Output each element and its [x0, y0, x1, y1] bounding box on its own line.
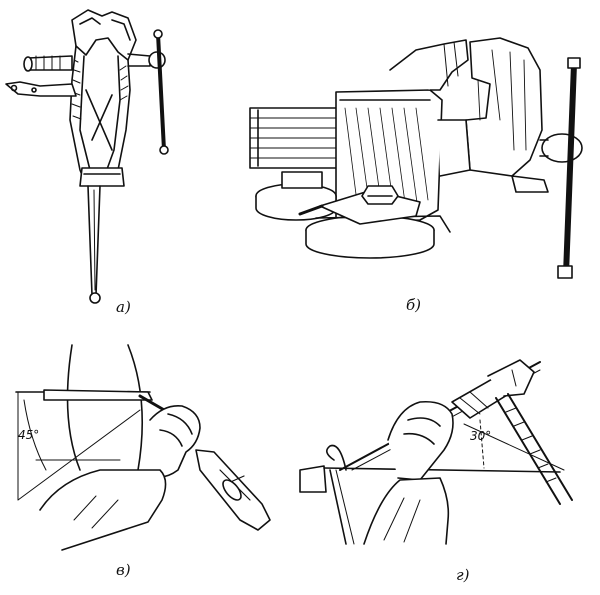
- angle-label-30: 30°: [470, 429, 492, 443]
- caption-panel-v: в): [116, 561, 131, 579]
- panel-g-chisel-drawing: [299, 359, 573, 545]
- panel-b-vise-drawing: [249, 37, 583, 279]
- panel-a-vise-drawing: [5, 9, 169, 304]
- panel-v-hand-drawing: [15, 344, 271, 551]
- caption-panel-g: г): [456, 566, 470, 584]
- angle-label-45: 45°: [18, 428, 40, 442]
- caption-panel-b: б): [406, 296, 422, 314]
- caption-panel-a: а): [116, 298, 131, 316]
